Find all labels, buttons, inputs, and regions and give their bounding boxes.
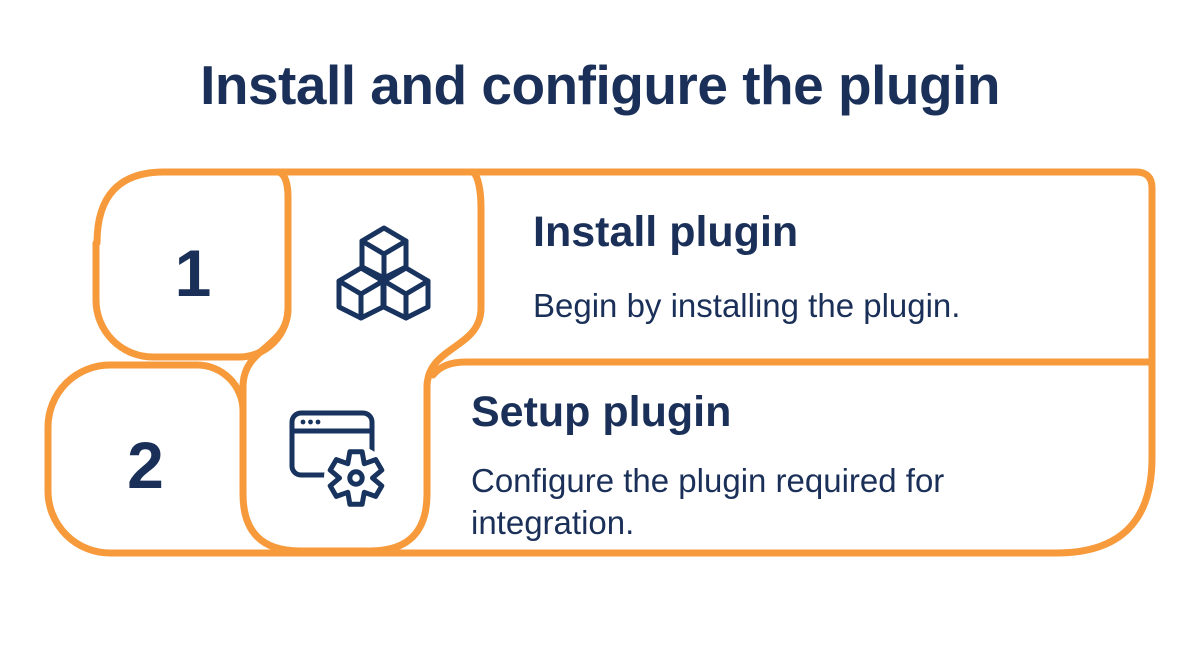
cube-bottom-left [336, 265, 386, 321]
step1-description: Begin by installing the plugin. [533, 287, 961, 324]
gear-icon [327, 449, 385, 507]
step2-title: Setup plugin [471, 388, 732, 436]
icon-channel-outline [239, 168, 485, 555]
row-divider-line [429, 358, 1153, 379]
gear-center-hole [347, 469, 365, 487]
cubes-icon [336, 225, 431, 321]
cube-bottom-right [381, 265, 431, 321]
step2-description: Configure the plugin required for integr… [471, 462, 945, 542]
step2-number: 2 [127, 428, 164, 502]
step1-title: Install plugin [533, 208, 799, 256]
outer-border [44, 168, 1156, 557]
cube-top [359, 225, 409, 281]
step1-number: 1 [174, 236, 212, 310]
browser-dots [300, 419, 321, 425]
page-title: Install and configure the plugin [200, 53, 1000, 116]
browser-gear-icon [289, 410, 388, 510]
